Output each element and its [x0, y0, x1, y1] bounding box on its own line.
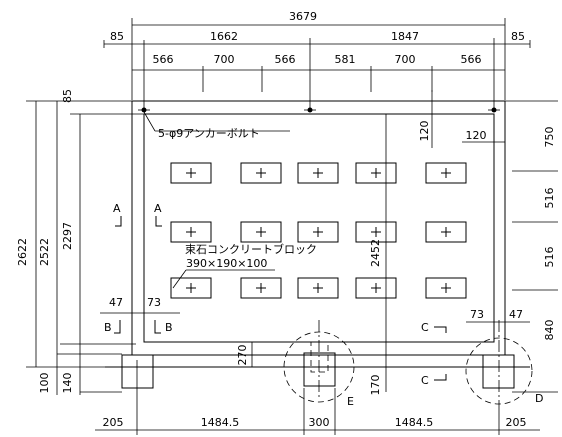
- concrete-block: [425, 277, 467, 299]
- dim-right-small-2: 47: [509, 308, 523, 321]
- dim-sub-1: 566: [153, 53, 174, 66]
- concrete-block: [355, 221, 397, 243]
- dim-sub-5: 700: [395, 53, 416, 66]
- concrete-block: [297, 221, 339, 243]
- small-offset-dims: 47 73 73 47: [100, 296, 530, 330]
- dim-sub-6: 566: [461, 53, 482, 66]
- dim-bottom-1: 205: [103, 416, 124, 429]
- dim-sub-4: 581: [335, 53, 356, 66]
- dim-left-small-1: 47: [109, 296, 123, 309]
- footings: E D 270 170: [121, 320, 543, 408]
- concrete-block: [425, 162, 467, 184]
- dim-inner-height: 2452: [369, 239, 382, 267]
- dim-right-bottom-offset: 170: [369, 375, 382, 396]
- dim-top-right-margin: 85: [511, 30, 525, 43]
- right-dimensions: 750 516 516 840: [505, 100, 558, 393]
- concrete-block: [297, 162, 339, 184]
- dim-left-total-outer: 2622: [16, 238, 29, 266]
- section-c-bottom: C: [421, 374, 429, 387]
- bottom-dimensions: 205 1484.5 300 1484.5 205: [95, 360, 540, 435]
- dim-inner-top-offset: 120: [418, 121, 431, 142]
- dim-bottom-3: 300: [309, 416, 330, 429]
- dim-right-span-3: 516: [543, 247, 556, 268]
- dim-bottom-4: 1484.5: [395, 416, 434, 429]
- top-dimensions: 3679 85 1662 1847 85 566 700 566 581 700…: [103, 10, 531, 110]
- dim-top-left-margin: 85: [110, 30, 124, 43]
- block-callout: 束石コンクリートブロック 390×190×100: [172, 242, 317, 289]
- dim-bottom-5: 205: [506, 416, 527, 429]
- left-dimensions: 2622 2522 2297 85 100 140: [16, 89, 144, 395]
- section-c-top: C: [421, 321, 429, 334]
- concrete-block: [170, 277, 212, 299]
- dim-left-total-inner: 2297: [61, 222, 74, 250]
- concrete-block: [170, 221, 212, 243]
- block-name-label: 束石コンクリートブロック: [185, 242, 317, 256]
- dim-left-small-2: 73: [147, 296, 161, 309]
- anchor-bolt-markers: [138, 107, 500, 113]
- detail-circle-e: [283, 331, 355, 403]
- dim-top-total: 3679: [289, 10, 317, 23]
- dim-bottom-2: 1484.5: [201, 416, 240, 429]
- inner-offset-dims: 120 120 2452: [369, 90, 505, 342]
- concrete-block: [240, 162, 282, 184]
- anchor-bolt-callout: 5-φ9アンカーボルト: [143, 111, 290, 140]
- section-a-left: A: [113, 202, 121, 215]
- section-b-left: B: [104, 321, 112, 334]
- dim-left-bottom-a: 100: [38, 373, 51, 394]
- dim-right-span-1: 750: [543, 127, 556, 148]
- concrete-block: [297, 277, 339, 299]
- dim-left-top-offset: 85: [61, 89, 74, 103]
- concrete-block: [425, 221, 467, 243]
- dim-right-span-4: 840: [543, 320, 556, 341]
- detail-d-label: D: [535, 392, 543, 405]
- section-b-right: B: [165, 321, 173, 334]
- concrete-block: [240, 221, 282, 243]
- dim-sub-3: 566: [275, 53, 296, 66]
- dim-top-right-span: 1847: [391, 30, 419, 43]
- dim-left-total-mid: 2522: [38, 238, 51, 266]
- dim-inner-right-offset: 120: [466, 129, 487, 142]
- dim-center-height: 270: [236, 345, 249, 366]
- dim-top-left-span: 1662: [210, 30, 238, 43]
- concrete-block: [240, 277, 282, 299]
- anchor-bolt-label: 5-φ9アンカーボルト: [158, 127, 260, 140]
- detail-e-label: E: [347, 395, 354, 408]
- concrete-block-grid: [170, 162, 467, 299]
- concrete-block: [355, 162, 397, 184]
- dim-left-bottom-b: 140: [61, 373, 74, 394]
- dim-right-small-1: 73: [470, 308, 484, 321]
- section-a-right: A: [154, 202, 162, 215]
- concrete-block: [170, 162, 212, 184]
- concrete-block: [355, 277, 397, 299]
- block-size-label: 390×190×100: [186, 257, 267, 270]
- dim-sub-2: 700: [214, 53, 235, 66]
- section-markers: A A B B C C: [104, 202, 447, 387]
- dim-right-span-2: 516: [543, 188, 556, 209]
